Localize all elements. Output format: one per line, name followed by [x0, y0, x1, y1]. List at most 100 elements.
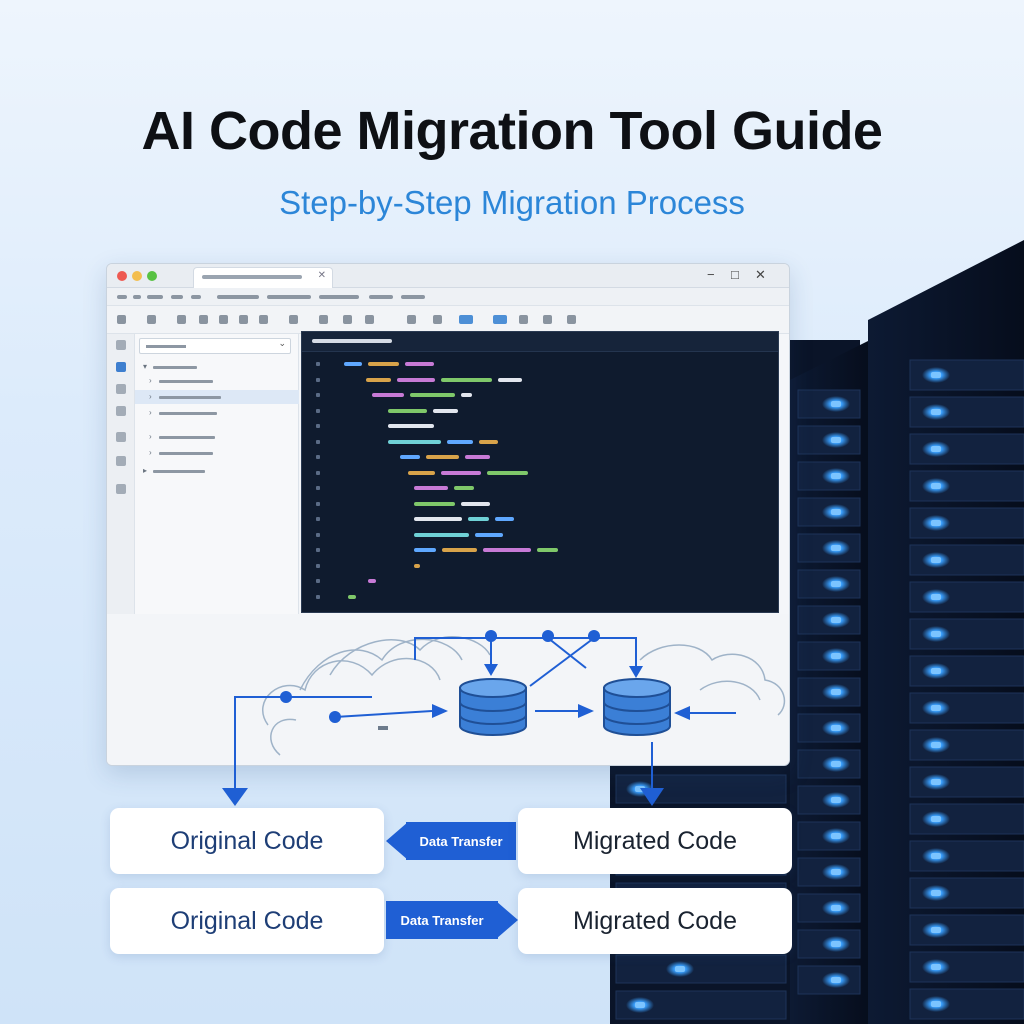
code-token [441, 377, 492, 382]
files-icon[interactable] [116, 340, 126, 350]
toolbar-button-icon[interactable] [567, 315, 576, 324]
activity-bar [107, 334, 135, 614]
toolbar-button-icon[interactable] [407, 315, 416, 324]
line-number [316, 424, 320, 428]
menu-item[interactable] [319, 295, 359, 299]
tree-item[interactable]: › [135, 430, 299, 444]
tree-item[interactable]: › [135, 406, 299, 420]
explorer-icon[interactable] [116, 362, 126, 372]
toolbar-button-icon[interactable] [365, 315, 374, 324]
project-dropdown[interactable]: ⌄ [139, 338, 291, 354]
toolbar-button-icon[interactable] [239, 315, 248, 324]
window-minimize-icon[interactable]: − [707, 267, 715, 282]
toolbar-button-icon[interactable] [199, 315, 208, 324]
source-control-icon[interactable] [116, 406, 126, 416]
code-token [454, 486, 474, 490]
code-token [344, 362, 362, 366]
code-token [414, 501, 455, 506]
tab-close-icon[interactable]: ✕ [317, 270, 326, 281]
menu-item[interactable] [217, 295, 259, 299]
code-token [461, 501, 490, 506]
toolbar-button-icon[interactable] [459, 315, 473, 324]
code-token [372, 393, 404, 397]
code-token [447, 439, 473, 444]
toolbar-button-icon[interactable] [177, 315, 186, 324]
editor-tab[interactable]: ✕ [193, 267, 333, 288]
dropdown-value-placeholder [146, 345, 186, 348]
line-number [316, 579, 320, 583]
chevron-down-icon: ⌄ [278, 338, 286, 348]
editor-header [302, 332, 778, 352]
line-number [316, 486, 320, 490]
line-number [316, 362, 320, 366]
code-token [388, 424, 434, 428]
code-token [368, 362, 399, 366]
code-token [442, 548, 477, 552]
toolbar-button-icon[interactable] [147, 315, 156, 324]
code-editor[interactable] [301, 331, 779, 613]
window-close-icon[interactable]: ✕ [755, 267, 766, 282]
window-titlebar: ✕ − □ ✕ [107, 264, 789, 288]
code-token [465, 455, 490, 459]
code-token [483, 548, 531, 552]
line-number [316, 439, 320, 444]
database-icon [603, 678, 671, 736]
toolbar-button-icon[interactable] [289, 315, 298, 324]
tree-item[interactable]: ▾ [135, 360, 299, 374]
settings-icon[interactable] [116, 484, 126, 494]
code-token [498, 377, 522, 382]
toolbar-button-icon[interactable] [343, 315, 352, 324]
line-number [316, 501, 320, 506]
arrow-right-icon [496, 901, 518, 939]
code-token [479, 439, 498, 444]
tree-item-selected[interactable]: › [135, 390, 299, 404]
toolbar-button-icon[interactable] [543, 315, 552, 324]
maximize-dot-icon[interactable] [147, 271, 157, 281]
tree-item[interactable]: › [135, 374, 299, 388]
line-number [316, 594, 320, 599]
toolbar [107, 306, 789, 334]
menu-item[interactable] [369, 295, 393, 299]
menu-item[interactable] [117, 295, 127, 299]
menu-item[interactable] [171, 295, 183, 299]
tree-item[interactable]: › [135, 446, 299, 460]
migrated-code-box: Migrated Code [518, 808, 792, 874]
menu-item[interactable] [401, 295, 425, 299]
menu-item[interactable] [147, 295, 163, 299]
code-editor-window: ✕ − □ ✕ [106, 263, 790, 766]
migrated-code-box: Migrated Code [518, 888, 792, 954]
toolbar-button-icon[interactable] [493, 315, 507, 324]
code-token [426, 455, 459, 459]
code-token [414, 548, 436, 552]
tree-item[interactable]: ▸ [135, 464, 299, 478]
code-token [433, 408, 458, 413]
code-token [388, 408, 427, 413]
toolbar-button-icon[interactable] [519, 315, 528, 324]
code-token [366, 377, 391, 382]
menu-item[interactable] [191, 295, 201, 299]
code-token [475, 532, 503, 537]
window-maximize-icon[interactable]: □ [731, 267, 739, 282]
code-token [495, 517, 514, 521]
line-number [316, 548, 320, 552]
cloud-icon [261, 636, 786, 756]
debug-icon[interactable] [116, 432, 126, 442]
original-code-box: Original Code [110, 888, 384, 954]
original-code-box: Original Code [110, 808, 384, 874]
code-token [414, 486, 448, 490]
code-token [414, 532, 469, 537]
code-token [397, 377, 435, 382]
toolbar-button-icon[interactable] [117, 315, 126, 324]
menu-item[interactable] [267, 295, 311, 299]
toolbar-button-icon[interactable] [433, 315, 442, 324]
close-dot-icon[interactable] [117, 271, 127, 281]
menu-item[interactable] [133, 295, 141, 299]
line-number [316, 563, 320, 568]
toolbar-button-icon[interactable] [259, 315, 268, 324]
code-token [441, 470, 481, 475]
search-icon[interactable] [116, 384, 126, 394]
minimize-dot-icon[interactable] [132, 271, 142, 281]
toolbar-button-icon[interactable] [319, 315, 328, 324]
extensions-icon[interactable] [116, 456, 126, 466]
toolbar-button-icon[interactable] [219, 315, 228, 324]
